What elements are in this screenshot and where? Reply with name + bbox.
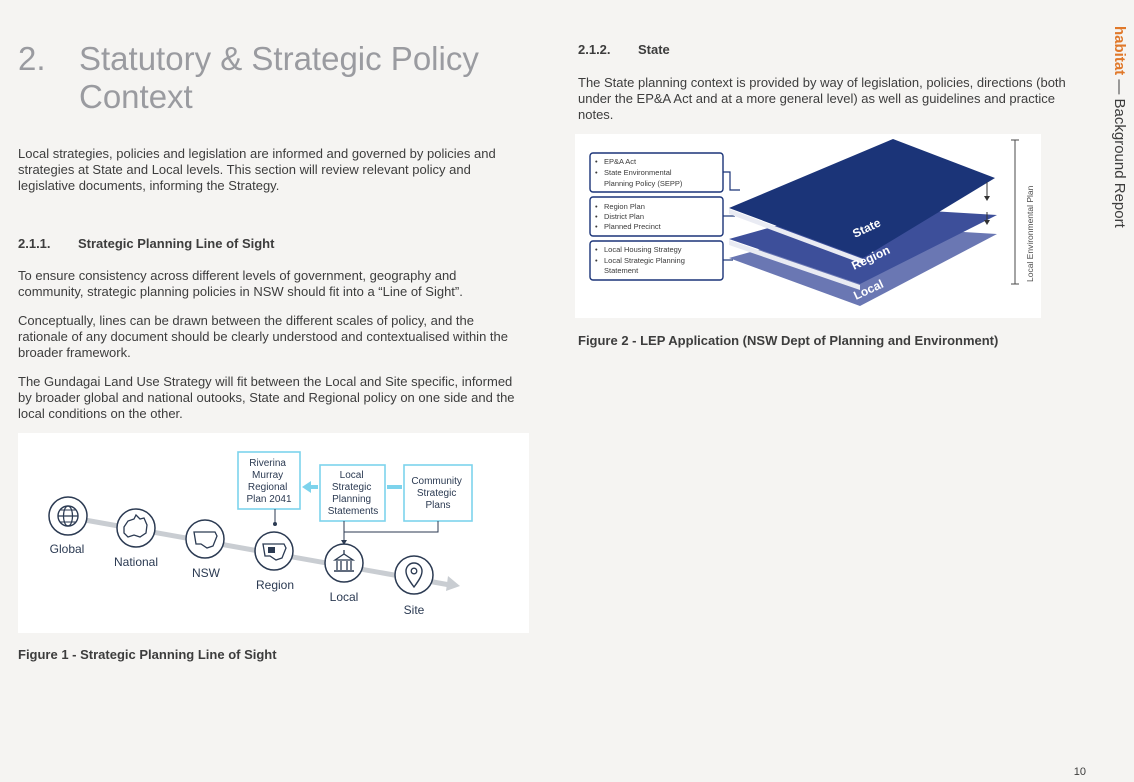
box-line: Community	[411, 476, 462, 487]
box-line: Local Strategic Planning	[604, 256, 685, 265]
node-global: Global	[48, 496, 88, 556]
side-label-lep: Local Environmental Plan	[1025, 185, 1035, 282]
heading-number: 2.	[18, 40, 46, 77]
box-line: Murray	[252, 470, 283, 481]
town-hall-icon	[332, 550, 356, 572]
layer-state	[729, 139, 995, 258]
brand-separator: —	[1111, 75, 1128, 99]
node-region: Region	[254, 531, 294, 592]
box-line: Region Plan	[604, 202, 645, 211]
box-line: Plan 2041	[246, 494, 291, 505]
box-community-strategic-plans: Community Strategic Plans	[403, 464, 473, 522]
arrow-to-regional-head	[302, 481, 311, 493]
node-site: Site	[394, 555, 434, 617]
bracket-connector	[343, 521, 439, 533]
box-line: Local	[340, 470, 364, 481]
region-map-icon	[262, 543, 287, 561]
section-2-1-1-heading: 2.1.1. Strategic Planning Line of Sight	[18, 236, 518, 252]
nsw-map-icon	[193, 531, 218, 549]
svg-text:•Region Plan •District: •Region Plan •District Plan •Planned Pre…	[595, 202, 662, 231]
node-label: Region	[256, 578, 294, 592]
box-line: Planning	[332, 494, 371, 505]
box-local-strategic-planning: Local Strategic Planning Statements	[319, 464, 386, 522]
lep-application-diagram: •EP&A Act •State Environmental Planning …	[589, 139, 1035, 306]
box-line: Strategic	[332, 482, 371, 493]
svg-text:Community Strategic: Community Strategic Plans	[411, 476, 464, 511]
paragraph-gundagai: The Gundagai Land Use Strategy will fit …	[18, 374, 515, 421]
location-pin-icon	[405, 562, 423, 589]
node-label: NSW	[192, 566, 221, 580]
section-title: Strategic Planning Line of Sight	[78, 236, 275, 251]
report-label: Background Report	[1111, 98, 1128, 228]
line-of-sight-diagram: Global National NSW Region	[48, 451, 473, 617]
node-local: Local	[324, 543, 364, 604]
box-line: EP&A Act	[604, 157, 637, 166]
figure-1-caption: Figure 1 - Strategic Planning Line of Si…	[18, 647, 277, 662]
box-line: Riverina	[249, 458, 286, 469]
box-line: Regional	[248, 482, 287, 493]
australia-map-icon	[123, 513, 148, 538]
node-label: Local	[330, 590, 359, 604]
brand-name: habitat	[1111, 26, 1128, 76]
box-local-instruments: •Local Housing Strategy •Local Strategic…	[589, 240, 724, 281]
section-2-1-2-heading: 2.1.2. State	[578, 42, 878, 58]
box-regional-plan: Riverina Murray Regional Plan 2041	[237, 451, 301, 526]
box-line: Strategic	[417, 488, 456, 499]
node-label: National	[114, 555, 158, 569]
box-line: Plans	[425, 500, 450, 511]
box-line: District Plan	[604, 212, 644, 221]
box-line: Local Housing Strategy	[604, 245, 682, 254]
svg-text:•EP&A Act •State Envir: •EP&A Act •State Environmental Planning …	[595, 157, 683, 188]
svg-text:Local Strategic: Local Strategic Planning Statements	[328, 470, 379, 517]
node-nsw: NSW	[185, 519, 225, 580]
figure-2-caption: Figure 2 - LEP Application (NSW Dept of …	[578, 333, 999, 348]
node-label: Site	[404, 603, 425, 617]
heading-title: Statutory & Strategic Policy Context	[79, 40, 479, 115]
section-number: 2.1.1.	[18, 236, 51, 251]
globe-icon	[57, 505, 79, 527]
section-number: 2.1.2.	[578, 42, 611, 57]
svg-text:•Local Housing Strategy: •Local Housing Strategy •Local Strategic…	[595, 245, 687, 275]
line-of-sight-arrowhead	[446, 576, 460, 591]
page-number: 10	[1073, 766, 1086, 778]
section-title: State	[638, 42, 670, 57]
paragraph-line-of-sight: To ensure consistency across different l…	[18, 268, 463, 299]
box-line: Planned Precinct	[604, 222, 662, 231]
box-line: Statement	[604, 266, 639, 275]
figure-1-image: Global National NSW Region	[18, 433, 529, 633]
box-line: State Environmental	[604, 168, 672, 177]
svg-text:Riverina Murray: Riverina Murray Regional Plan 2041	[246, 458, 291, 505]
box-region-instruments: •Region Plan •District Plan •Planned Pre…	[589, 196, 724, 237]
box-line: Planning Policy (SEPP)	[604, 179, 683, 188]
box-line: Statements	[328, 506, 379, 517]
figure-2-image: •EP&A Act •State Environmental Planning …	[575, 134, 1041, 318]
intro-paragraph: Local strategies, policies and legislati…	[18, 146, 496, 193]
node-national: National	[114, 508, 158, 569]
paragraph-state: The State planning context is provided b…	[578, 75, 1066, 122]
node-label: Global	[50, 542, 85, 556]
paragraph-conceptually: Conceptually, lines can be drawn between…	[18, 313, 508, 360]
sidebar-report-label: habitat — Background Report	[1104, 26, 1134, 266]
box-state-instruments: •EP&A Act •State Environmental Planning …	[589, 152, 724, 193]
